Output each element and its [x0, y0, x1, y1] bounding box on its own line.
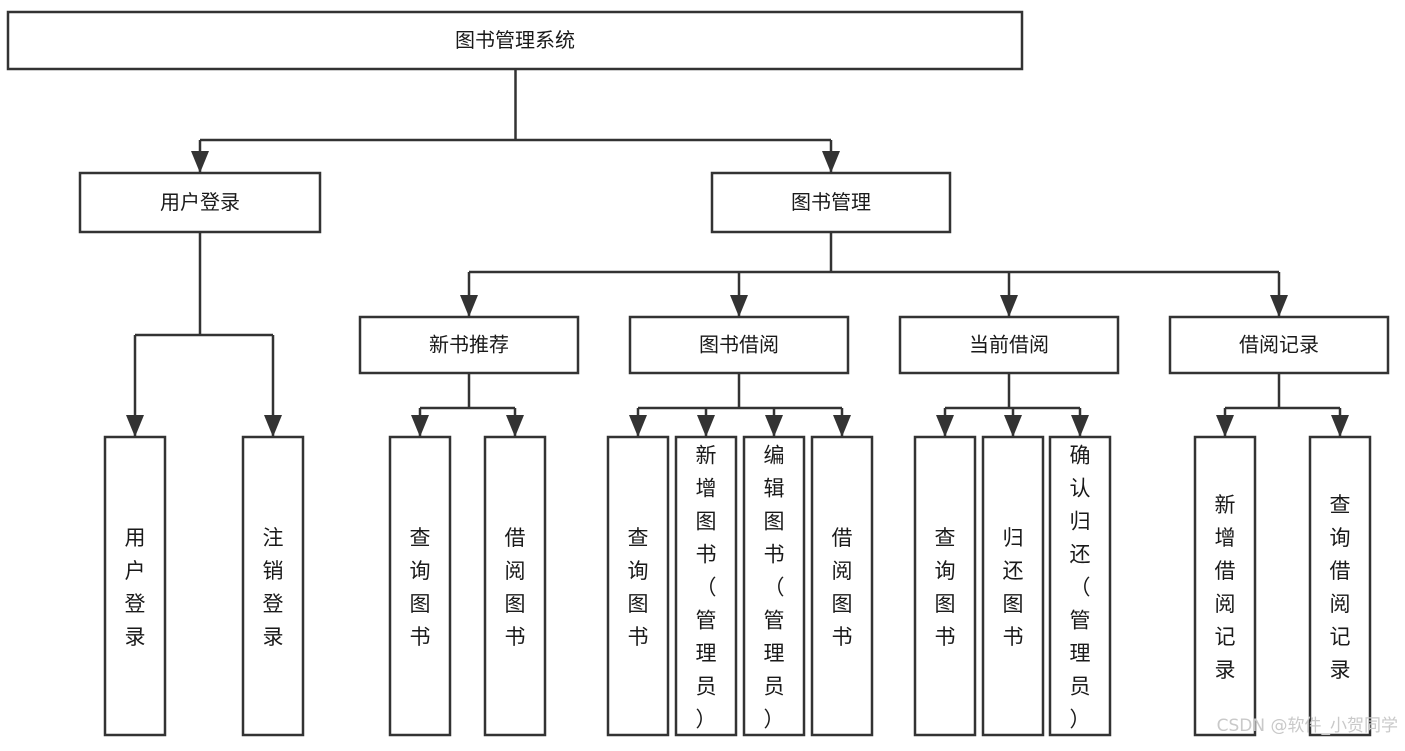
node-leaf-confirm-return-admin[interactable]: 确认归还（管理员） — [1048, 435, 1112, 737]
arrow-head-icon — [697, 415, 715, 437]
arrow-head-icon — [411, 415, 429, 437]
node-label-leaf-add-book-admin: 新增图书（管理员） — [696, 444, 717, 732]
node-box-leaf-edit-book-admin — [742, 435, 806, 737]
node-leaf-add-book-admin[interactable]: 新增图书（管理员） — [674, 435, 738, 737]
node-box-leaf-query-borrow-record — [1308, 435, 1372, 737]
node-box-leaf-logout — [241, 435, 305, 737]
node-label-leaf-borrow-book: 借阅图书 — [832, 526, 853, 649]
node-box-leaf-query-book-borrow — [606, 435, 670, 737]
node-label-leaf-query-borrow-record: 查询借阅记录 — [1330, 493, 1351, 682]
node-label-leaf-edit-book-admin: 编辑图书（管理员） — [764, 444, 785, 732]
node-box-leaf-query-book-new — [388, 435, 452, 737]
node-label-leaf-add-borrow-record: 新增借阅记录 — [1215, 493, 1236, 682]
node-box-leaf-borrow-book-new — [483, 435, 547, 737]
node-box-leaf-confirm-return-admin — [1048, 435, 1112, 737]
node-label-book-borrow: 图书借阅 — [699, 333, 779, 357]
arrow-head-icon — [1071, 415, 1089, 437]
node-leaf-user-login[interactable]: 用户登录 — [103, 435, 167, 737]
node-label-current-borrow: 当前借阅 — [969, 333, 1049, 357]
node-leaf-logout[interactable]: 注销登录 — [241, 435, 305, 737]
node-label-leaf-query-book-current: 查询图书 — [935, 526, 956, 649]
node-leaf-borrow-book[interactable]: 借阅图书 — [810, 435, 874, 737]
arrow-head-icon — [765, 415, 783, 437]
node-box-leaf-add-borrow-record — [1193, 435, 1257, 737]
node-box-leaf-return-book — [981, 435, 1045, 737]
node-leaf-query-book-borrow[interactable]: 查询图书 — [606, 435, 670, 737]
node-label-root: 图书管理系统 — [455, 28, 575, 52]
arrow-head-icon — [460, 295, 478, 317]
node-label-user-login: 用户登录 — [160, 190, 240, 214]
arrow-head-icon — [264, 415, 282, 437]
node-borrow-record[interactable]: 借阅记录 — [1168, 315, 1390, 375]
node-box-user-login — [78, 171, 322, 234]
node-label-book-management: 图书管理 — [791, 190, 871, 214]
node-leaf-add-borrow-record[interactable]: 新增借阅记录 — [1193, 435, 1257, 737]
node-box-root — [6, 10, 1024, 71]
node-leaf-return-book[interactable]: 归还图书 — [981, 435, 1045, 737]
arrow-head-icon — [506, 415, 524, 437]
node-leaf-query-book-current[interactable]: 查询图书 — [913, 435, 977, 737]
arrow-head-icon — [126, 415, 144, 437]
connectors-layer — [126, 69, 1349, 437]
node-book-borrow[interactable]: 图书借阅 — [628, 315, 850, 375]
arrow-head-icon — [1331, 415, 1349, 437]
node-label-leaf-confirm-return-admin: 确认归还（管理员） — [1070, 444, 1091, 732]
node-box-current-borrow — [898, 315, 1120, 375]
csdn-watermark: CSDN @软件_小贺同学 — [1217, 716, 1398, 736]
node-box-leaf-add-book-admin — [674, 435, 738, 737]
nodes-layer: 图书管理系统用户登录图书管理新书推荐图书借阅当前借阅借阅记录用户登录注销登录查询… — [6, 10, 1390, 737]
node-label-borrow-record: 借阅记录 — [1239, 333, 1319, 357]
node-label-new-book-recommend: 新书推荐 — [429, 333, 509, 357]
node-box-book-borrow — [628, 315, 850, 375]
node-current-borrow[interactable]: 当前借阅 — [898, 315, 1120, 375]
node-book-management[interactable]: 图书管理 — [710, 171, 952, 234]
node-box-leaf-query-book-current — [913, 435, 977, 737]
node-box-book-management — [710, 171, 952, 234]
node-label-leaf-query-book-borrow: 查询图书 — [628, 526, 649, 649]
arrow-head-icon — [1216, 415, 1234, 437]
node-root[interactable]: 图书管理系统 — [6, 10, 1024, 71]
arrow-head-icon — [1270, 295, 1288, 317]
arrow-head-icon — [1000, 295, 1018, 317]
node-leaf-borrow-book-new[interactable]: 借阅图书 — [483, 435, 547, 737]
arrow-head-icon — [730, 295, 748, 317]
node-label-leaf-return-book: 归还图书 — [1003, 526, 1024, 649]
node-leaf-edit-book-admin[interactable]: 编辑图书（管理员） — [742, 435, 806, 737]
node-leaf-query-book-new[interactable]: 查询图书 — [388, 435, 452, 737]
arrow-head-icon — [833, 415, 851, 437]
node-user-login[interactable]: 用户登录 — [78, 171, 322, 234]
node-box-borrow-record — [1168, 315, 1390, 375]
arrow-head-icon — [629, 415, 647, 437]
node-label-leaf-borrow-book-new: 借阅图书 — [505, 526, 526, 649]
node-box-leaf-borrow-book — [810, 435, 874, 737]
node-label-leaf-user-login: 用户登录 — [125, 526, 146, 649]
arrow-head-icon — [191, 151, 209, 173]
arrow-head-icon — [1004, 415, 1022, 437]
node-label-leaf-query-book-new: 查询图书 — [410, 526, 431, 649]
node-box-leaf-user-login — [103, 435, 167, 737]
node-new-book-recommend[interactable]: 新书推荐 — [358, 315, 580, 375]
node-box-new-book-recommend — [358, 315, 580, 375]
node-label-leaf-logout: 注销登录 — [263, 526, 284, 649]
arrow-head-icon — [936, 415, 954, 437]
arrow-head-icon — [822, 151, 840, 173]
node-leaf-query-borrow-record[interactable]: 查询借阅记录 — [1308, 435, 1372, 737]
